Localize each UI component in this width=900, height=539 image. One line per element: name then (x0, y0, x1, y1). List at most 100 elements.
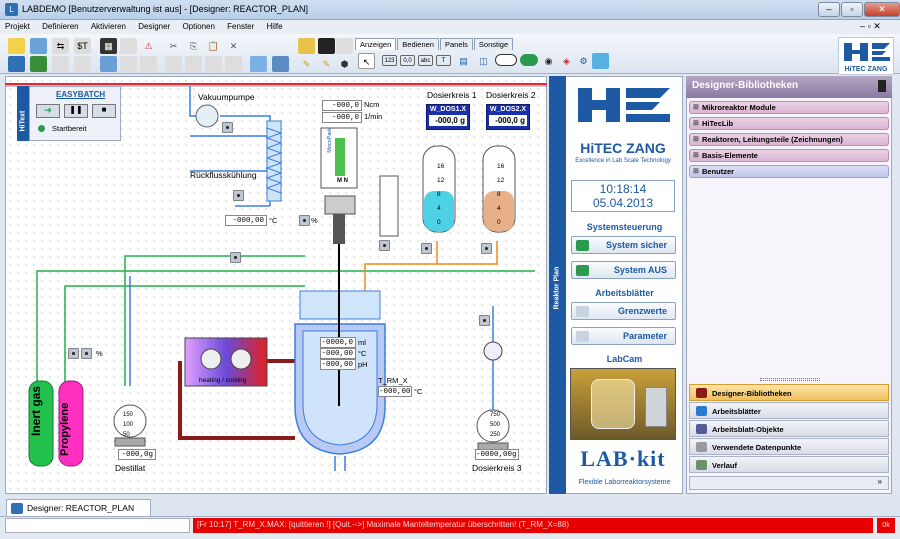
reactor-c-value[interactable]: -000,00 (320, 348, 356, 359)
tools-icon[interactable] (272, 38, 289, 54)
menu-fenster[interactable]: Fenster (227, 22, 255, 31)
nav-arbeitsblatt-objekte[interactable]: Arbeitsblatt-Objekte (689, 420, 889, 437)
menu-optionen[interactable]: Optionen (182, 22, 215, 31)
dos2-display[interactable]: W_DOS2.X -000,0 g (486, 104, 530, 130)
tab-bedienen[interactable]: Bedienen (397, 38, 439, 50)
easybatch-title[interactable]: EASYBATCH (56, 90, 106, 99)
splitter-grip[interactable] (760, 378, 820, 381)
temp1-value[interactable]: -000,00 (225, 215, 267, 226)
rounded-button-icon[interactable] (495, 54, 517, 66)
expand-icon[interactable]: ⊞ (693, 104, 699, 111)
definition-disabled-icon[interactable] (250, 38, 267, 54)
connect-icon[interactable]: ⇆ (52, 38, 69, 54)
lib-item-basis[interactable]: ⊞Basis-Elemente (689, 149, 889, 162)
trend-icon[interactable] (120, 56, 137, 72)
system-aus-button[interactable]: System AUS (571, 261, 676, 279)
gas-control-button-2[interactable] (81, 348, 92, 359)
paste-icon[interactable]: 📋 (207, 41, 220, 51)
destillat-value[interactable]: -000,0g (118, 449, 156, 460)
minimize-button[interactable]: – (818, 2, 840, 17)
definition-icon[interactable] (30, 38, 47, 54)
alarm-icon[interactable]: ◈ (563, 56, 570, 66)
valve-control-button[interactable] (299, 215, 310, 226)
window-icon[interactable] (250, 56, 267, 72)
link-icon[interactable] (52, 56, 69, 72)
lib-item-hiteclib[interactable]: ⊞HiTecLib (689, 117, 889, 130)
dos2-control-button[interactable] (481, 243, 492, 254)
maximize-button[interactable]: ▫ (841, 2, 863, 17)
flow-control-button[interactable] (230, 252, 241, 263)
text-display-icon[interactable]: abc (418, 55, 433, 66)
save-icon[interactable] (318, 38, 335, 54)
alarm-message[interactable]: [Fr 10:17] T_RM_X.MAX: [quittieren !] [Q… (193, 518, 873, 533)
module-icon[interactable] (30, 56, 47, 72)
expand-icon[interactable]: ⊞ (693, 120, 699, 127)
tab-anzeigen[interactable]: Anzeigen (355, 38, 397, 50)
pointer-icon[interactable]: ↖ (358, 53, 375, 69)
rpm-value[interactable]: -000,0 (322, 112, 362, 123)
warning-icon[interactable]: ⚠ (144, 41, 153, 51)
pin-panel-icon[interactable] (878, 80, 886, 92)
menu-aktivieren[interactable]: Aktivieren (90, 22, 126, 31)
pencil-icon[interactable]: ✎ (302, 59, 311, 69)
mdi-controls[interactable]: – ▫ ✕ (860, 21, 881, 31)
print-icon[interactable] (336, 38, 353, 54)
reactor-ph-value[interactable]: -000,00 (320, 359, 356, 370)
gas-control-button-1[interactable] (68, 348, 79, 359)
vacuum-control-button[interactable] (222, 122, 233, 133)
report-icon[interactable] (272, 56, 289, 72)
nav-overflow-chevron-icon[interactable]: » (689, 476, 889, 490)
variable-icon[interactable] (120, 38, 137, 54)
pin-icon[interactable] (165, 56, 182, 72)
labcam-image[interactable] (570, 368, 676, 440)
expand-icon[interactable]: ⊞ (693, 168, 699, 175)
scale-icon[interactable] (140, 56, 157, 72)
reactor-ml-value[interactable]: -0000,0 (320, 337, 356, 348)
panel-icon[interactable] (225, 56, 242, 72)
toggle-icon[interactable] (520, 54, 538, 66)
dos1-control-button[interactable] (421, 243, 432, 254)
expand-icon[interactable]: ⊞ (693, 136, 699, 143)
open-folder-icon[interactable] (8, 38, 25, 54)
doc-tab-reactor-plan[interactable]: Designer: REACTOR_PLAN (6, 499, 151, 516)
tab-panels[interactable]: Panels (439, 38, 473, 50)
dos1-display[interactable]: W_DOS1.X -000,0 g (426, 104, 470, 130)
device-icon[interactable] (100, 56, 117, 72)
nav-verlauf[interactable]: Verlauf (689, 456, 889, 473)
menu-designer[interactable]: Designer (138, 22, 171, 31)
text-field-icon[interactable]: T (436, 55, 451, 66)
stop-button[interactable]: ■ (92, 104, 116, 118)
nav-datenpunkte[interactable]: Verwendete Datenpunkte (689, 438, 889, 455)
flow-icon[interactable]: ⚙ (579, 56, 588, 66)
trm-value[interactable]: -000,00 (378, 386, 412, 397)
copy-icon[interactable]: ⎘ (189, 41, 198, 51)
lib-item-mikroreaktor[interactable]: ⊞Mikroreaktor Module (689, 101, 889, 114)
layout-icon[interactable] (8, 56, 25, 72)
expand-icon[interactable]: ⊞ (693, 152, 699, 159)
image-icon[interactable] (592, 53, 609, 69)
delete-icon[interactable]: ✕ (229, 41, 238, 51)
cooling-control-button[interactable] (233, 190, 244, 201)
start-button[interactable]: ➔ (36, 104, 60, 118)
grid-icon[interactable] (205, 56, 222, 72)
nav-arbeitsblaetter[interactable]: Arbeitsblätter (689, 402, 889, 419)
edit-icon[interactable] (298, 38, 315, 54)
menu-hilfe[interactable]: Hilfe (266, 22, 283, 31)
dos3-value[interactable]: -0000,00g (475, 449, 519, 460)
chart-icon[interactable] (74, 56, 91, 72)
stamp-icon[interactable]: ⬢ (340, 59, 349, 69)
numeric-display-icon[interactable]: 123 (382, 55, 397, 66)
text-tool-icon[interactable]: $T (74, 38, 91, 54)
list-icon[interactable] (185, 56, 202, 72)
tab-sonstige[interactable]: Sonstige (473, 38, 514, 50)
indicator-icon[interactable]: ◫ (479, 56, 488, 66)
pause-button[interactable]: ❚❚ (64, 104, 88, 118)
ncm-value[interactable]: -000,0 (322, 100, 362, 111)
lib-item-benutzer[interactable]: ⊞Benutzer (689, 165, 889, 178)
marker-icon[interactable]: ✎ (322, 59, 331, 69)
numeric-input-icon[interactable]: 0,0 (400, 55, 415, 66)
gauge-icon[interactable]: ◉ (544, 56, 553, 66)
dos3-pump-button[interactable] (479, 315, 490, 326)
system-sicher-button[interactable]: System sicher (571, 236, 676, 254)
film-icon[interactable]: ▦ (100, 38, 117, 54)
